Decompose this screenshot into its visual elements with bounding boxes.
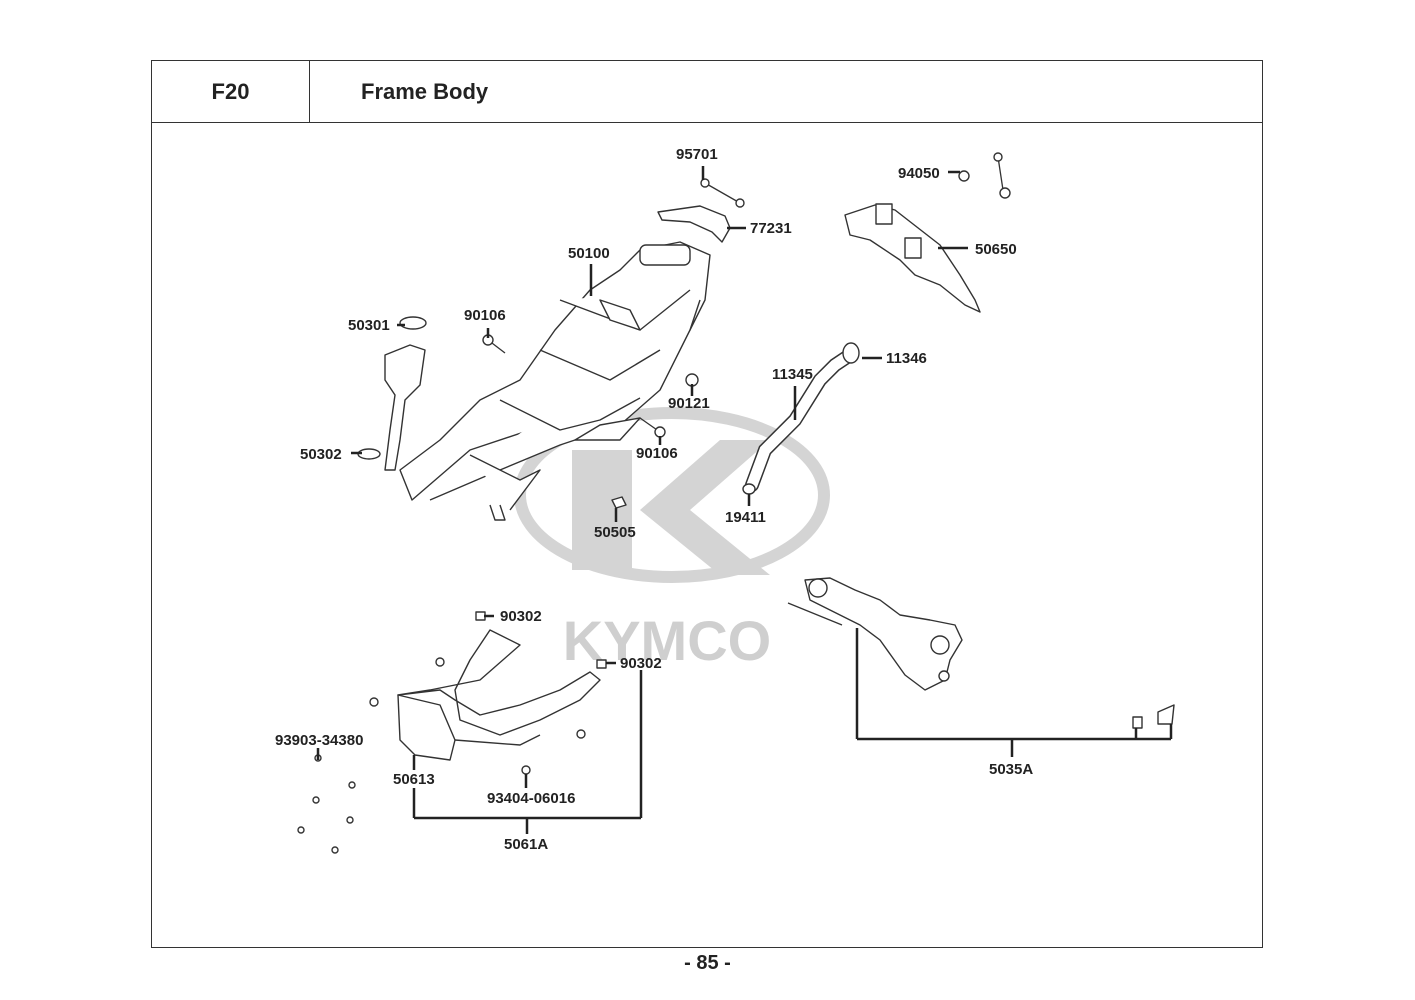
small-hardware-drawing	[482, 334, 699, 509]
label-90121: 90121	[668, 395, 710, 412]
part-labels: 95701 77231 94050 50650 50100 50301 9010…	[275, 146, 1033, 853]
label-90106-upper: 90106	[464, 307, 506, 324]
label-5035A: 5035A	[989, 761, 1033, 778]
screws-drawing	[297, 657, 586, 854]
label-93404-06016: 93404-06016	[487, 790, 575, 807]
section-header: F20 Frame Body	[151, 60, 1263, 122]
label-50100: 50100	[568, 245, 610, 262]
engine-hanger-drawing	[787, 577, 1175, 729]
label-50650: 50650	[975, 241, 1017, 258]
page-number: - 85 -	[684, 952, 731, 974]
floor-cover-drawing	[397, 611, 607, 761]
label-5061A: 5061A	[504, 836, 548, 853]
label-95701: 95701	[676, 146, 718, 163]
diagram-frame	[151, 122, 1263, 948]
label-11346: 11346	[886, 350, 927, 367]
leader-lines	[316, 166, 1173, 834]
label-50302: 50302	[300, 446, 342, 463]
label-93903-34380: 93903-34380	[275, 732, 363, 749]
label-77231: 77231	[750, 220, 792, 237]
label-11345: 11345	[772, 366, 813, 383]
head-stock-drawing	[357, 316, 427, 471]
bracket-77231-drawing	[657, 178, 745, 243]
kymco-watermark-logo: KYMCO	[514, 407, 830, 672]
label-90106-lower: 90106	[636, 445, 678, 462]
pipe-11345-drawing	[742, 342, 860, 495]
label-50613: 50613	[393, 771, 435, 788]
section-title: Frame Body	[361, 78, 489, 104]
label-50505: 50505	[594, 524, 636, 541]
label-94050: 94050	[898, 165, 940, 182]
main-frame-drawing	[399, 241, 711, 521]
watermark-text: KYMCO	[563, 609, 771, 672]
label-90302-upper: 90302	[500, 608, 542, 625]
label-90302-lower: 90302	[620, 655, 662, 672]
bracket-50650-drawing	[844, 152, 1011, 313]
label-19411: 19411	[725, 509, 766, 526]
label-50301: 50301	[348, 317, 390, 334]
section-code: F20	[152, 61, 310, 122]
